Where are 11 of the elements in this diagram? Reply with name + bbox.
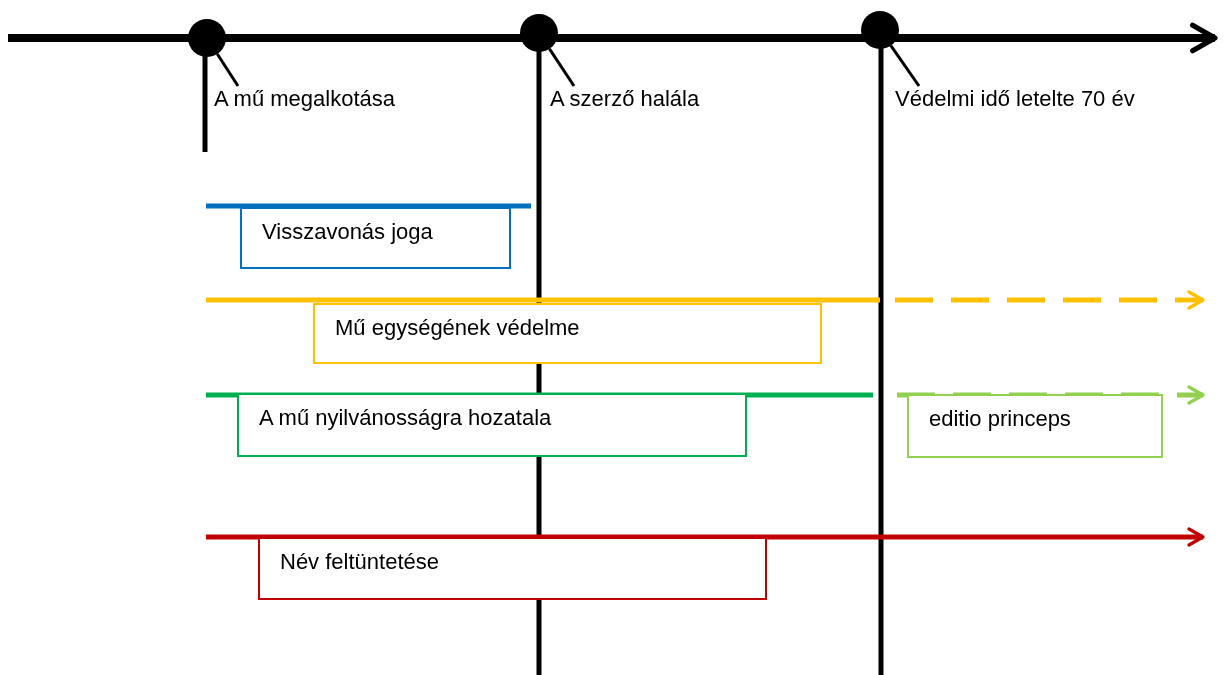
right-label: Név feltüntetése <box>258 537 767 600</box>
right-label: Mű egységének védelme <box>313 303 822 364</box>
leader-line <box>889 44 921 87</box>
right-label: A mű nyilvánosságra hozatala <box>237 393 747 457</box>
right-label: editio princeps <box>907 394 1163 458</box>
leader-line <box>548 48 576 87</box>
milestone-label: A mű megalkotása <box>214 86 395 112</box>
milestone-label: Védelmi idő letelte 70 év <box>895 86 1135 112</box>
right-label: Visszavonás joga <box>240 207 511 269</box>
leader-line <box>216 53 240 87</box>
milestone-label: A szerző halála <box>550 86 700 112</box>
